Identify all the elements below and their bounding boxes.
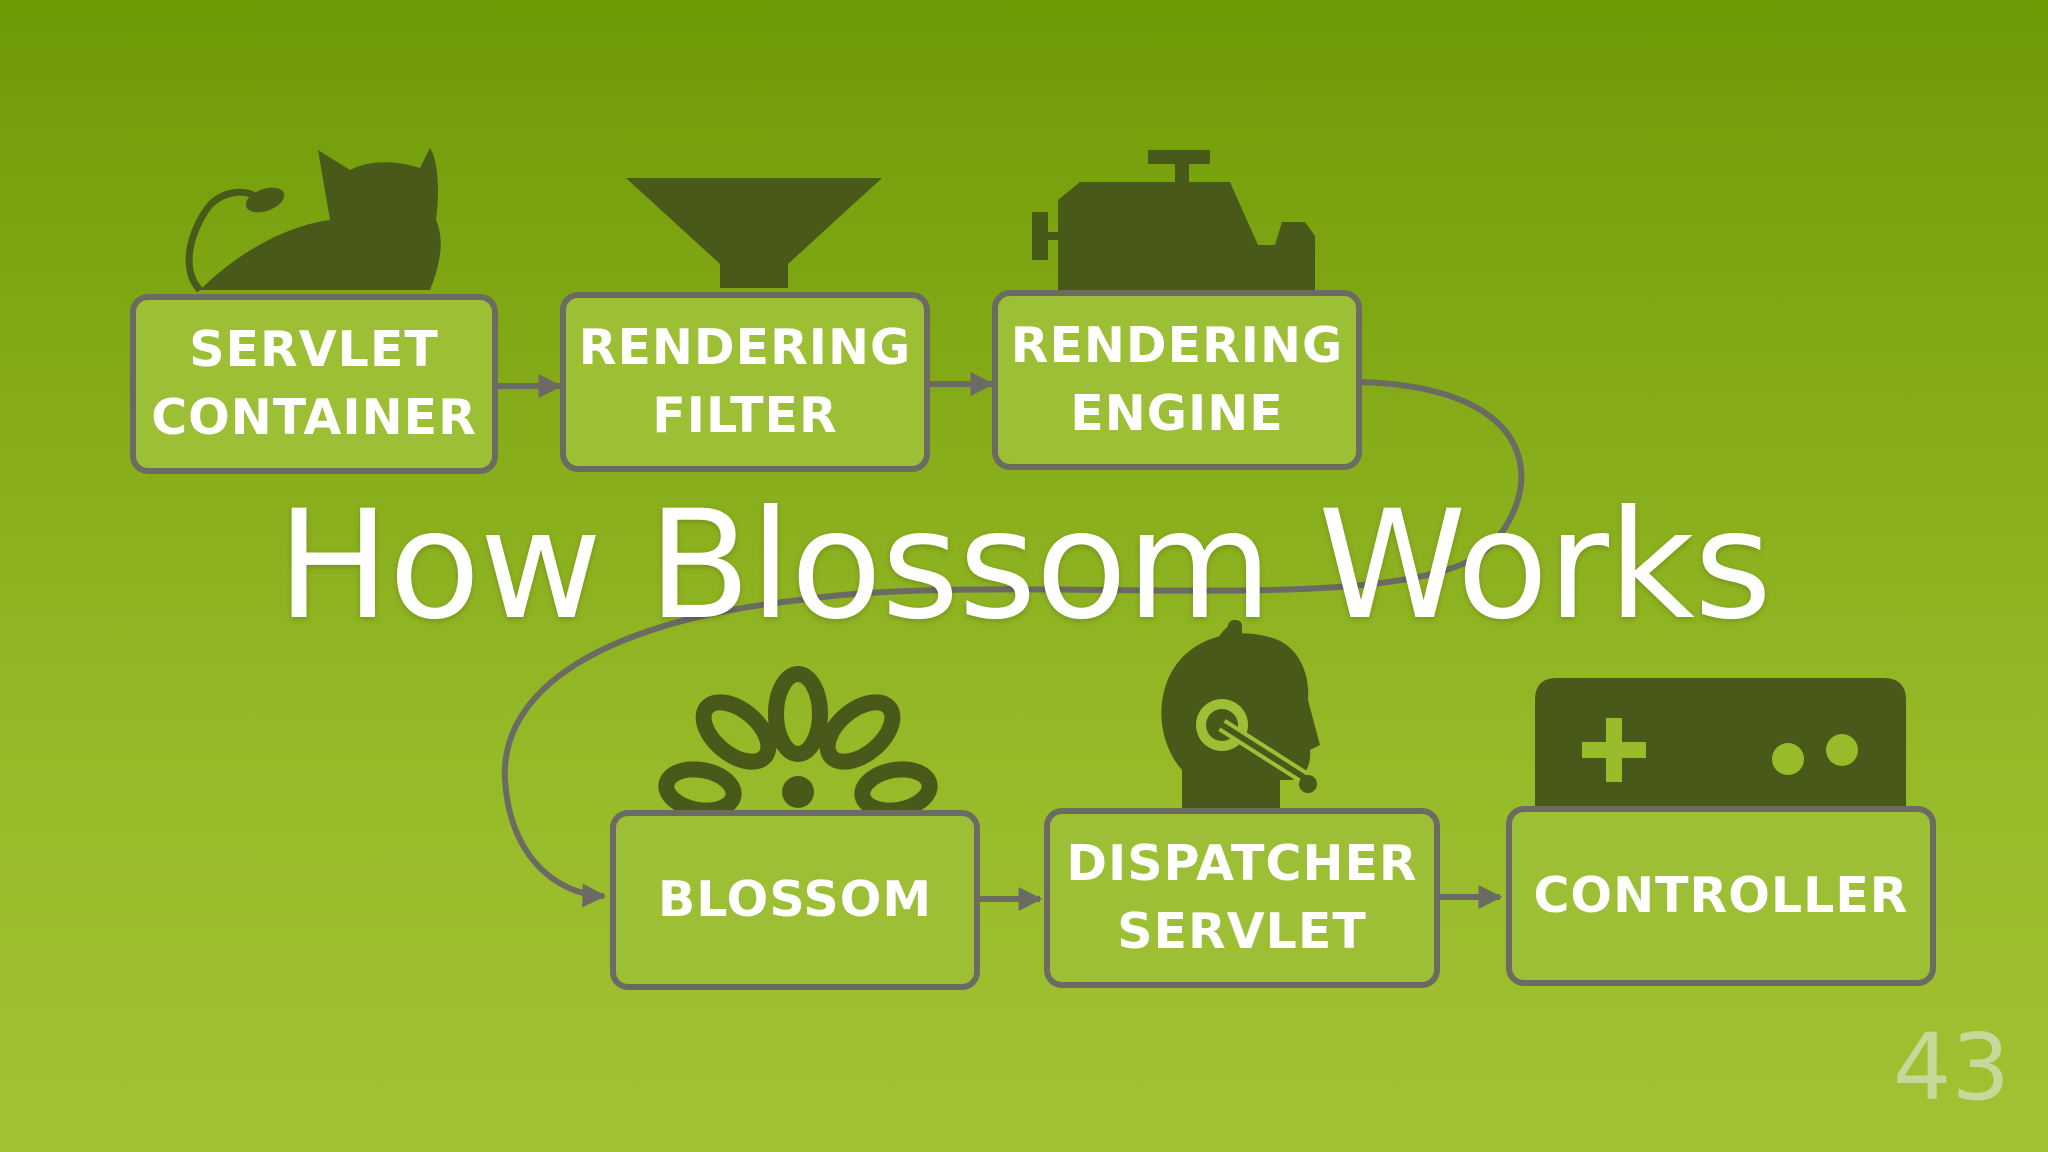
node-label-rendering-engine: RENDERING ENGINE [1011, 312, 1344, 448]
node-rendering-filter: RENDERING FILTER [560, 292, 930, 472]
node-dispatcher-servlet: DISPATCHER SERVLET [1044, 808, 1440, 988]
node-line: CONTROLLER [1533, 867, 1909, 924]
node-label-dispatcher-servlet: DISPATCHER SERVLET [1066, 830, 1417, 966]
cat-icon [185, 148, 441, 293]
node-line: RENDERING [578, 319, 912, 376]
engine-icon [1032, 150, 1315, 292]
node-label-rendering-filter: RENDERING FILTER [579, 314, 912, 450]
game-controller-icon [1535, 678, 1906, 815]
node-line: RENDERING [1010, 317, 1344, 374]
node-label-blossom: BLOSSOM [658, 866, 932, 934]
node-rendering-engine: RENDERING ENGINE [992, 290, 1362, 470]
node-label-servlet-container: SERVLET CONTAINER [151, 316, 477, 452]
slide-number: 43 [1892, 1014, 2010, 1121]
headset-operator-icon [1161, 620, 1320, 812]
node-label-controller: CONTROLLER [1533, 862, 1908, 930]
node-line: FILTER [652, 387, 838, 444]
slide-title: How Blossom Works [276, 479, 1772, 653]
node-line: SERVLET [1117, 903, 1367, 960]
node-line: ENGINE [1070, 385, 1284, 442]
node-servlet-container: SERVLET CONTAINER [130, 294, 498, 474]
funnel-icon [626, 178, 882, 288]
flower-icon [658, 666, 938, 819]
node-line: CONTAINER [151, 389, 477, 446]
node-line: BLOSSOM [657, 871, 933, 928]
node-line: DISPATCHER [1066, 835, 1418, 892]
node-blossom: BLOSSOM [610, 810, 980, 990]
connector-engine-to-blossom [501, 379, 1525, 908]
node-line: SERVLET [189, 321, 439, 378]
node-controller: CONTROLLER [1506, 806, 1936, 986]
